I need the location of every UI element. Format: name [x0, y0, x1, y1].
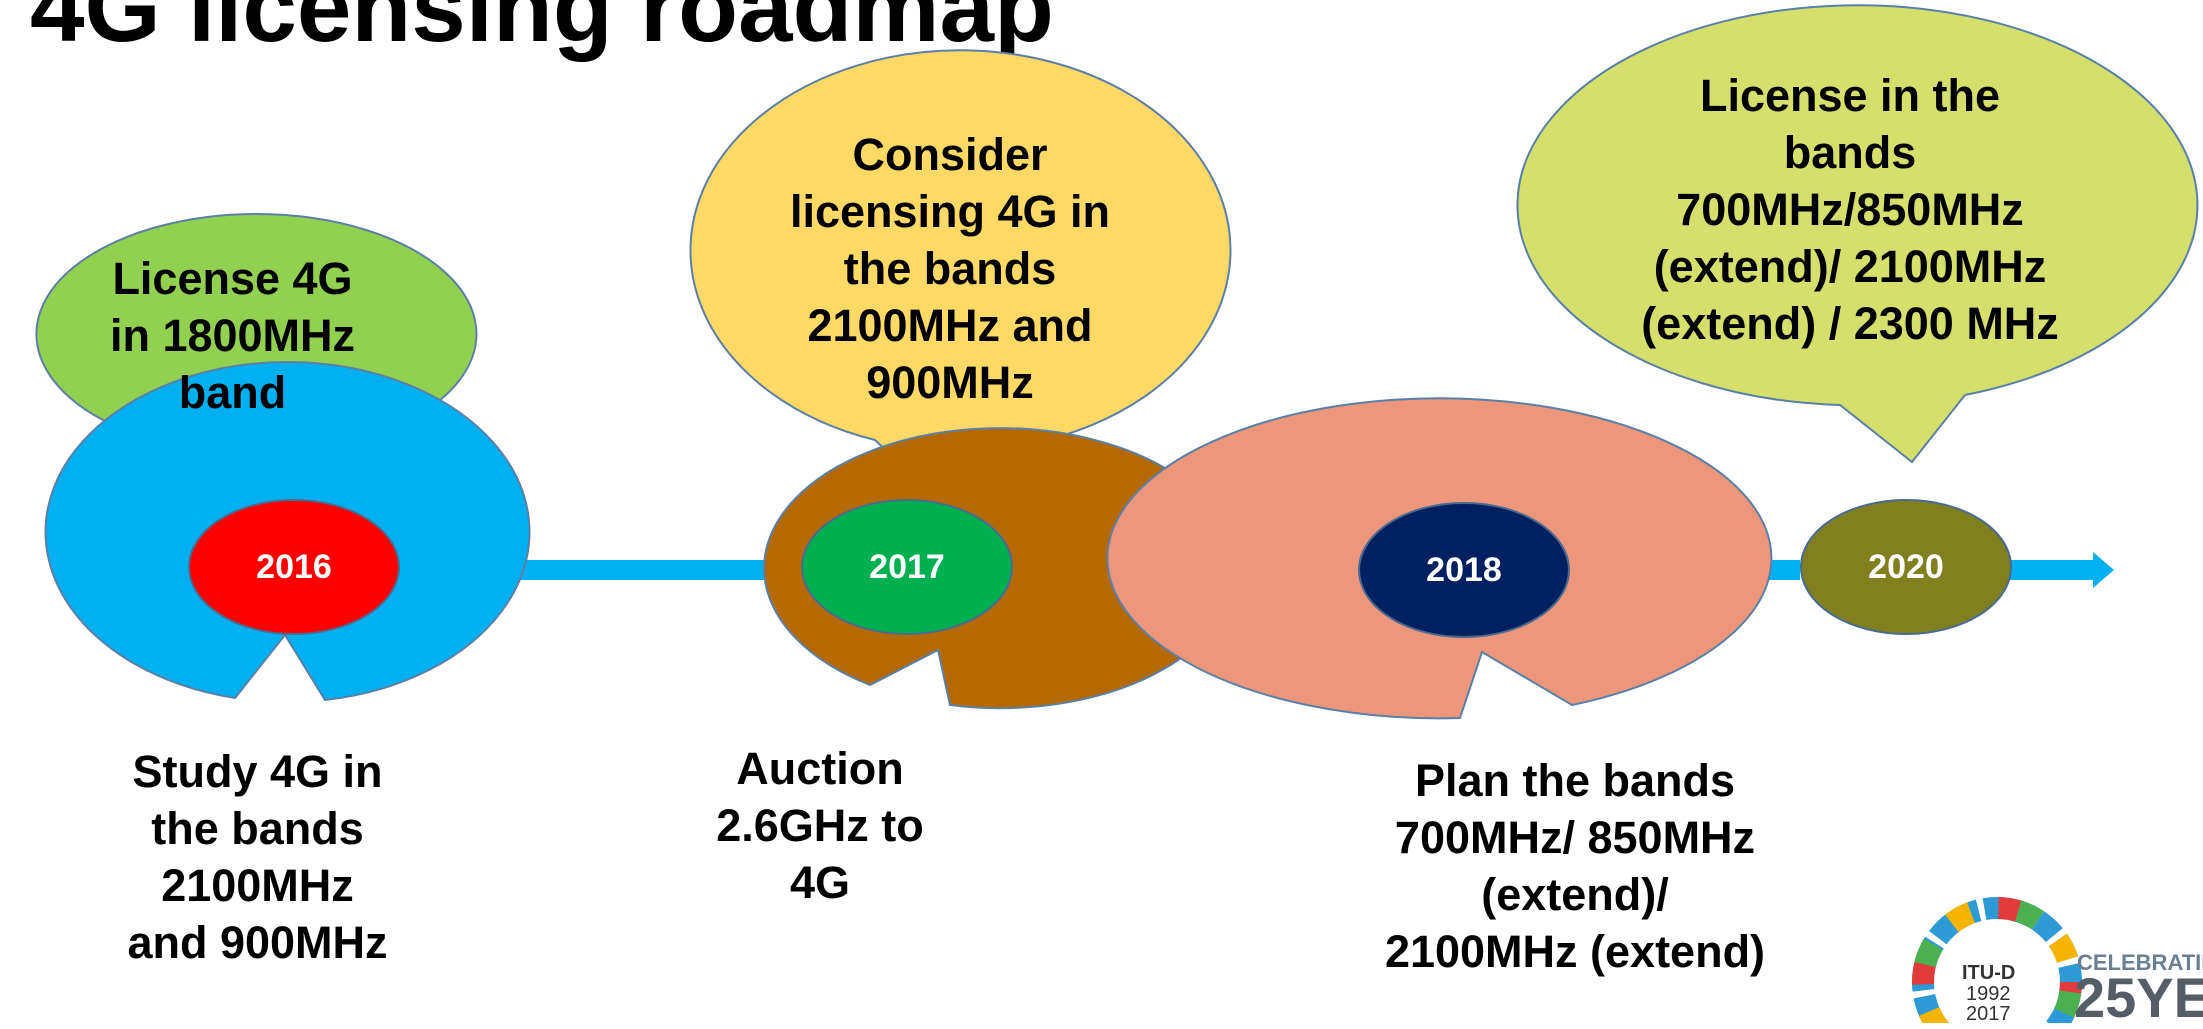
callout-text-2017-below: Auction 2.6GHz to 4G	[716, 743, 924, 908]
logo-big-text: 25YE	[2074, 966, 2203, 1029]
callout-shape	[689, 49, 1232, 484]
logo-center	[1941, 926, 2053, 1023]
year-label-2018: 2018	[1426, 551, 1502, 589]
callout-text-2016-below: Study 4G in the bands 2100MHz and 900MHz	[127, 746, 388, 968]
itu-d-25-years-logo	[1912, 897, 2082, 1023]
year-ellipse	[188, 499, 400, 635]
callout-text-2016-above: License 4G in 1800MHz band	[109, 253, 356, 418]
callout-text-2017-above: Consider licensing 4G in the bands 2100M…	[789, 129, 1111, 408]
year-ellipse	[1800, 499, 2012, 635]
year-node-2017	[801, 499, 1013, 635]
logo-year-start: 1992	[1966, 983, 2011, 1005]
year-ellipse	[801, 499, 1013, 635]
logo-org: ITU-D	[1962, 962, 2016, 984]
year-label-2017: 2017	[869, 548, 945, 586]
logo-ring-accent	[1912, 897, 2082, 1023]
year-ellipse	[1358, 502, 1570, 638]
callout-shape	[1516, 4, 2199, 464]
year-label-2016: 2016	[256, 548, 332, 586]
year-node-2018	[1358, 502, 1570, 638]
page-title: 4G licensing roadmap	[30, 0, 1054, 62]
logo-tagline: CELEBRATIN	[2077, 950, 2203, 975]
callout-text-2020-above: License in the bands 700MHz/850MHz (exte…	[1641, 70, 2059, 349]
callout-2017-above	[689, 49, 1232, 484]
year-label-2020: 2020	[1868, 548, 1944, 586]
year-node-2020	[1800, 499, 2012, 635]
axis-segment	[2010, 560, 2095, 580]
axis-arrow-head	[2093, 552, 2114, 588]
year-node-2016	[188, 499, 400, 635]
callout-text-2018-below: Plan the bands 700MHz/ 850MHz (extend)/ …	[1384, 755, 1766, 977]
callout-2020-above	[1516, 4, 2199, 464]
logo-year-end: 2017	[1966, 1003, 2011, 1025]
